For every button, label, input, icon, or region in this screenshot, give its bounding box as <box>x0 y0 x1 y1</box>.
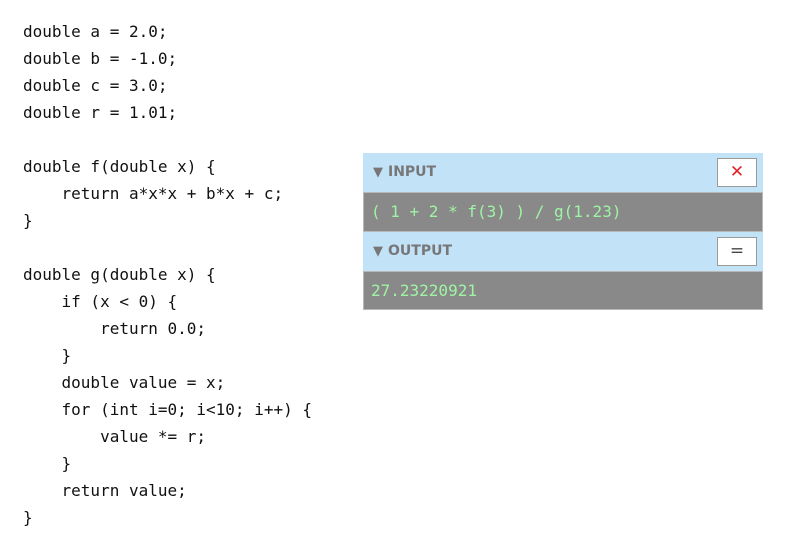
equals-icon: = <box>729 241 745 261</box>
result-output: 27.23220921 <box>363 271 763 310</box>
expression-text: ( 1 + 2 * f(3) ) / g(1.23) <box>371 202 622 221</box>
code-line: double b = -1.0; <box>23 49 178 68</box>
code-line <box>23 126 353 153</box>
code-line: } <box>23 454 72 473</box>
code-line: for (int i=0; i<10; i++) { <box>23 400 312 419</box>
evaluate-button[interactable]: = <box>717 237 757 266</box>
code-listing: double a = 2.0; double b = -1.0; double … <box>23 18 353 531</box>
code-line: double value = x; <box>23 373 226 392</box>
code-line <box>23 234 353 261</box>
code-line: return value; <box>23 481 187 500</box>
close-icon: ✕ <box>729 162 745 182</box>
expression-input[interactable]: ( 1 + 2 * f(3) ) / g(1.23) <box>363 192 763 232</box>
calculator-panel: ▼ INPUT ✕ ( 1 + 2 * f(3) ) / g(1.23) ▼ O… <box>363 153 763 310</box>
code-line: } <box>23 346 72 365</box>
code-line: double c = 3.0; <box>23 76 168 95</box>
result-text: 27.23220921 <box>371 281 477 300</box>
code-line: if (x < 0) { <box>23 292 178 311</box>
code-line: return a*x*x + b*x + c; <box>23 184 284 203</box>
code-line: return 0.0; <box>23 319 207 338</box>
output-section-header[interactable]: ▼ OUTPUT = <box>363 232 763 271</box>
code-line: double g(double x) { <box>23 265 216 284</box>
code-line: double f(double x) { <box>23 157 216 176</box>
clear-button[interactable]: ✕ <box>717 158 757 187</box>
code-line: double a = 2.0; <box>23 22 168 41</box>
output-section-title: OUTPUT <box>388 243 452 259</box>
input-section-header[interactable]: ▼ INPUT ✕ <box>363 153 763 192</box>
code-line: value *= r; <box>23 427 207 446</box>
input-section-title: INPUT <box>388 164 437 180</box>
code-line: } <box>23 508 33 527</box>
collapse-triangle-icon[interactable]: ▼ <box>373 244 383 259</box>
code-line: double r = 1.01; <box>23 103 178 122</box>
collapse-triangle-icon[interactable]: ▼ <box>373 165 383 180</box>
code-line: } <box>23 211 33 230</box>
